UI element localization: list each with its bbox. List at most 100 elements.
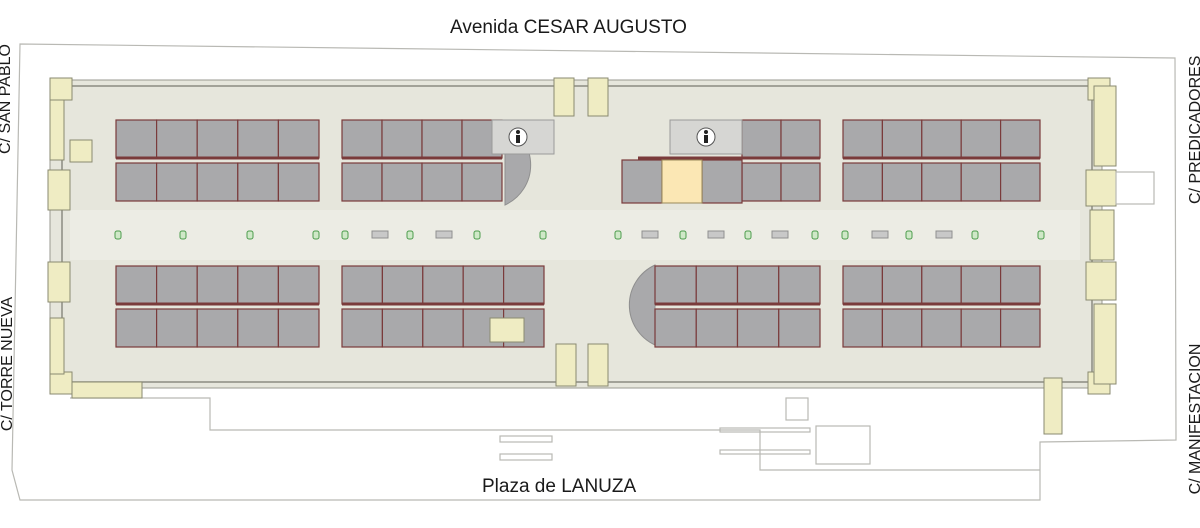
stall [381,265,424,305]
green-marker [312,230,320,240]
left-stair-upper [49,99,65,161]
stall [237,119,280,159]
stall [422,308,464,348]
stall [921,162,962,202]
stall [960,162,1002,202]
stall [695,308,739,348]
stall [921,265,962,305]
corner-tower-nw [49,77,73,101]
stall [960,308,1002,348]
highlighted-stall [661,159,703,204]
stall [741,162,782,202]
green-marker [679,230,687,240]
stall [778,308,821,348]
green-marker [114,230,122,240]
right-stair-mid [1085,169,1117,207]
stall [196,162,239,202]
top-stair-right [587,77,609,117]
stall [237,162,280,202]
stall [341,119,383,159]
parking-bar-2 [499,453,553,461]
vent-grille [707,230,725,239]
stall [381,119,423,159]
stall-block-sw [115,265,320,348]
vent-grille [641,230,659,239]
street-label-right-bottom: C/ MANIFESTACION [1187,343,1200,495]
stall-block-n-center-right [741,119,821,202]
stall [156,119,198,159]
street-label-right-top: C/ PREDICADORES [1187,55,1200,204]
stall [277,119,320,159]
stall [421,162,463,202]
stall-block-nw [115,119,320,202]
street-label-top: Avenida CESAR AUGUSTO [450,17,687,38]
central-aisle [70,210,1080,260]
kiosk-round-south [628,264,656,346]
stall [695,265,739,305]
green-marker [971,230,979,240]
stall [842,119,884,159]
stall [881,265,923,305]
stall [156,162,198,202]
green-marker [473,230,481,240]
stall [115,308,158,348]
right-stair-low [1089,209,1115,261]
stall [842,265,884,305]
right-stair-lower [1085,261,1117,301]
stall [654,308,697,348]
stall [881,162,923,202]
stall [422,265,464,305]
stall [196,265,239,305]
street-label-left-top: C/ SAN PABLO [0,44,14,154]
restroom-block-north-right [669,119,743,155]
right-exit-ramp [1043,377,1063,435]
right-annex [1115,171,1155,205]
stall [881,119,923,159]
stall [381,162,423,202]
left-stair-mid [47,169,71,211]
vent-grille [435,230,453,239]
stall [999,119,1041,159]
stall [780,119,821,159]
stall [921,308,962,348]
stall [237,308,280,348]
green-marker [246,230,254,240]
green-marker [614,230,622,240]
stall-block-se [842,265,1041,348]
stall [621,159,663,204]
green-marker [341,230,349,240]
left-exit-sw [71,381,143,399]
stall [341,162,383,202]
stall-layer [115,119,1041,348]
stall [156,308,198,348]
stall [736,265,780,305]
stall-block-n-center-left [341,119,503,202]
vent-grille [871,230,889,239]
green-marker [1037,230,1045,240]
stall [421,119,463,159]
stall [115,162,158,202]
left-kiosk [69,139,93,163]
stall [842,162,884,202]
stall [842,308,884,348]
stall [654,265,697,305]
stall [277,162,320,202]
stall [960,265,1002,305]
parking-bar-1 [499,435,553,443]
vent-grille [935,230,953,239]
green-marker [811,230,819,240]
street-label-bottom: Plaza de LANUZA [482,476,637,497]
bottom-stair-left [555,343,577,387]
stall [156,265,198,305]
left-stair-bottom [49,317,65,375]
stall-block-extra [621,156,820,204]
stall [381,308,424,348]
stall [960,119,1002,159]
stall [462,265,505,305]
stall [701,159,743,204]
stall [778,265,821,305]
stall [780,162,821,202]
marker-layer [114,230,1045,240]
service-box-2 [815,425,871,465]
